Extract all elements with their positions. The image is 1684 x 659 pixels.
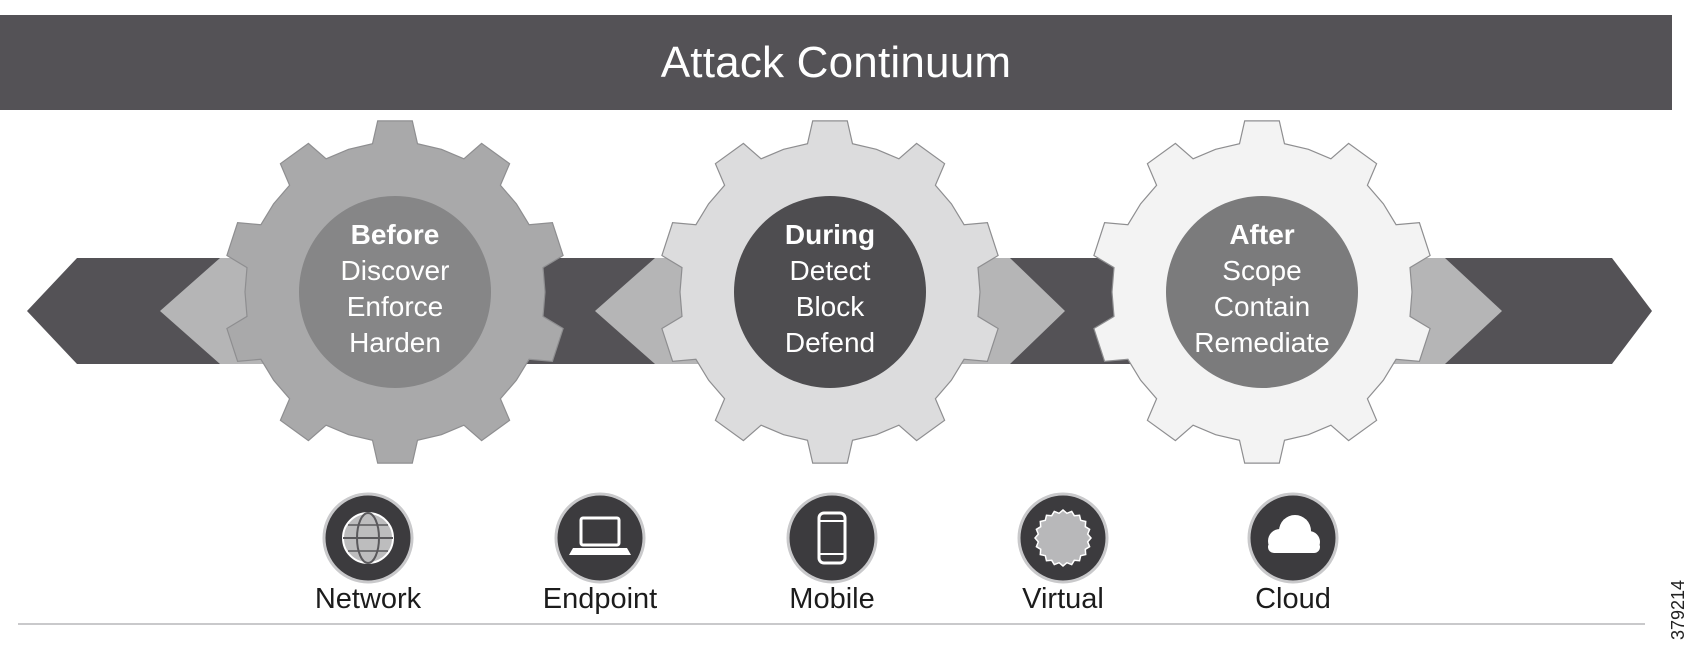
- phase-action: Contain: [1214, 291, 1311, 322]
- platform-label: Cloud: [1255, 583, 1331, 615]
- phase-action: Defend: [785, 327, 875, 358]
- phase-circle: [299, 196, 491, 388]
- diagram-title: Attack Continuum: [660, 37, 1012, 87]
- phase-heading: Before: [351, 219, 440, 250]
- phase-heading: After: [1229, 219, 1294, 250]
- platform-endpoint: Endpoint: [543, 492, 658, 615]
- phase-heading: During: [785, 219, 875, 250]
- smartphone-icon: [817, 511, 847, 565]
- platform-virtual: Virtual: [1017, 492, 1109, 615]
- phase-circle: [1166, 196, 1358, 388]
- phase-circle: [734, 196, 926, 388]
- phase-action: Detect: [790, 255, 871, 286]
- phase-action: Enforce: [347, 291, 444, 322]
- phase-action: Remediate: [1194, 327, 1329, 358]
- icon-disc: [554, 492, 646, 584]
- virtual-icon: [1034, 509, 1092, 567]
- platform-mobile: Mobile: [786, 492, 878, 615]
- platform-label: Endpoint: [543, 583, 658, 615]
- phase-action: Harden: [349, 327, 441, 358]
- figure-number: 379214: [1668, 579, 1684, 640]
- platform-label: Virtual: [1022, 583, 1104, 615]
- title-banner: Attack Continuum: [0, 15, 1672, 110]
- platform-label: Mobile: [789, 583, 874, 615]
- phase-action: Scope: [1222, 255, 1301, 286]
- globe-icon: [342, 512, 394, 564]
- cloud-icon: [1268, 515, 1320, 553]
- icon-disc: [786, 492, 878, 584]
- phase-action: Discover: [341, 255, 450, 286]
- laptop-icon: [569, 516, 631, 555]
- platform-cloud: Cloud: [1247, 492, 1339, 615]
- platform-label: Network: [315, 583, 422, 615]
- platform-network: Network: [315, 492, 422, 615]
- phase-action: Block: [796, 291, 865, 322]
